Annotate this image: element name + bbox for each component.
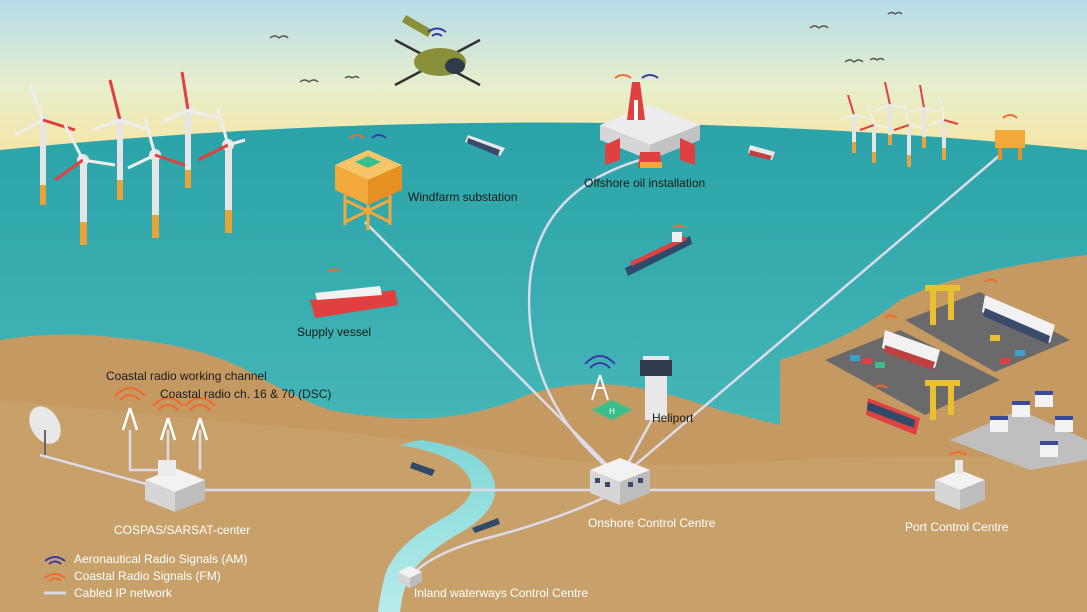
legend-label-am: Aeronautical Radio Signals (AM) bbox=[74, 551, 248, 566]
label-port: Port Control Centre bbox=[905, 520, 1009, 534]
port-area bbox=[825, 278, 1087, 470]
windfarm-right bbox=[839, 81, 959, 167]
windfarm-left bbox=[14, 71, 246, 245]
heliport-tower bbox=[591, 374, 609, 401]
label-windfarm-substation: Windfarm substation bbox=[408, 190, 518, 204]
ships-at-sea bbox=[310, 135, 775, 318]
legend-item-fm: Coastal Radio Signals (FM) bbox=[42, 567, 247, 584]
label-heliport: Heliport bbox=[652, 411, 694, 425]
fm-waves-icon bbox=[44, 572, 66, 582]
helicopter bbox=[394, 15, 481, 87]
legend-label-fm: Coastal Radio Signals (FM) bbox=[74, 568, 221, 583]
label-coastal-dsc: Coastal radio ch. 16 & 70 (DSC) bbox=[160, 387, 332, 401]
oil-installation bbox=[600, 74, 700, 168]
land-lower bbox=[0, 400, 1087, 612]
label-inland: Inland waterways Control Centre bbox=[414, 586, 589, 600]
label-cospas: COSPAS/SARSAT-center bbox=[114, 523, 251, 537]
coastal-radio-masts bbox=[121, 407, 209, 441]
legend: Aeronautical Radio Signals (AM) Coastal … bbox=[42, 550, 247, 601]
am-waves-icon bbox=[44, 555, 66, 565]
satellite-dish bbox=[29, 406, 61, 455]
legend-label-ip: Cabled IP network bbox=[74, 585, 172, 600]
inland-control-centre bbox=[398, 462, 500, 588]
legend-item-ip: Cabled IP network bbox=[42, 584, 247, 601]
port-control-centre bbox=[935, 451, 985, 510]
coastal-radio-waves bbox=[114, 387, 216, 411]
cable-line-icon bbox=[44, 591, 66, 594]
birds bbox=[269, 11, 903, 83]
label-offshore-oil: Offshore oil installation bbox=[584, 176, 706, 190]
svg-text:H: H bbox=[609, 407, 615, 416]
right-substation bbox=[995, 114, 1025, 160]
legend-item-am: Aeronautical Radio Signals (AM) bbox=[42, 550, 247, 567]
label-onshore: Onshore Control Centre bbox=[588, 516, 716, 530]
heliport: H bbox=[584, 355, 672, 420]
onshore-control-centre bbox=[590, 458, 650, 505]
label-coastal-working: Coastal radio working channel bbox=[106, 369, 267, 383]
label-supply-vessel: Supply vessel bbox=[297, 325, 372, 339]
windfarm-substation bbox=[335, 134, 402, 230]
cospas-center bbox=[29, 406, 205, 512]
